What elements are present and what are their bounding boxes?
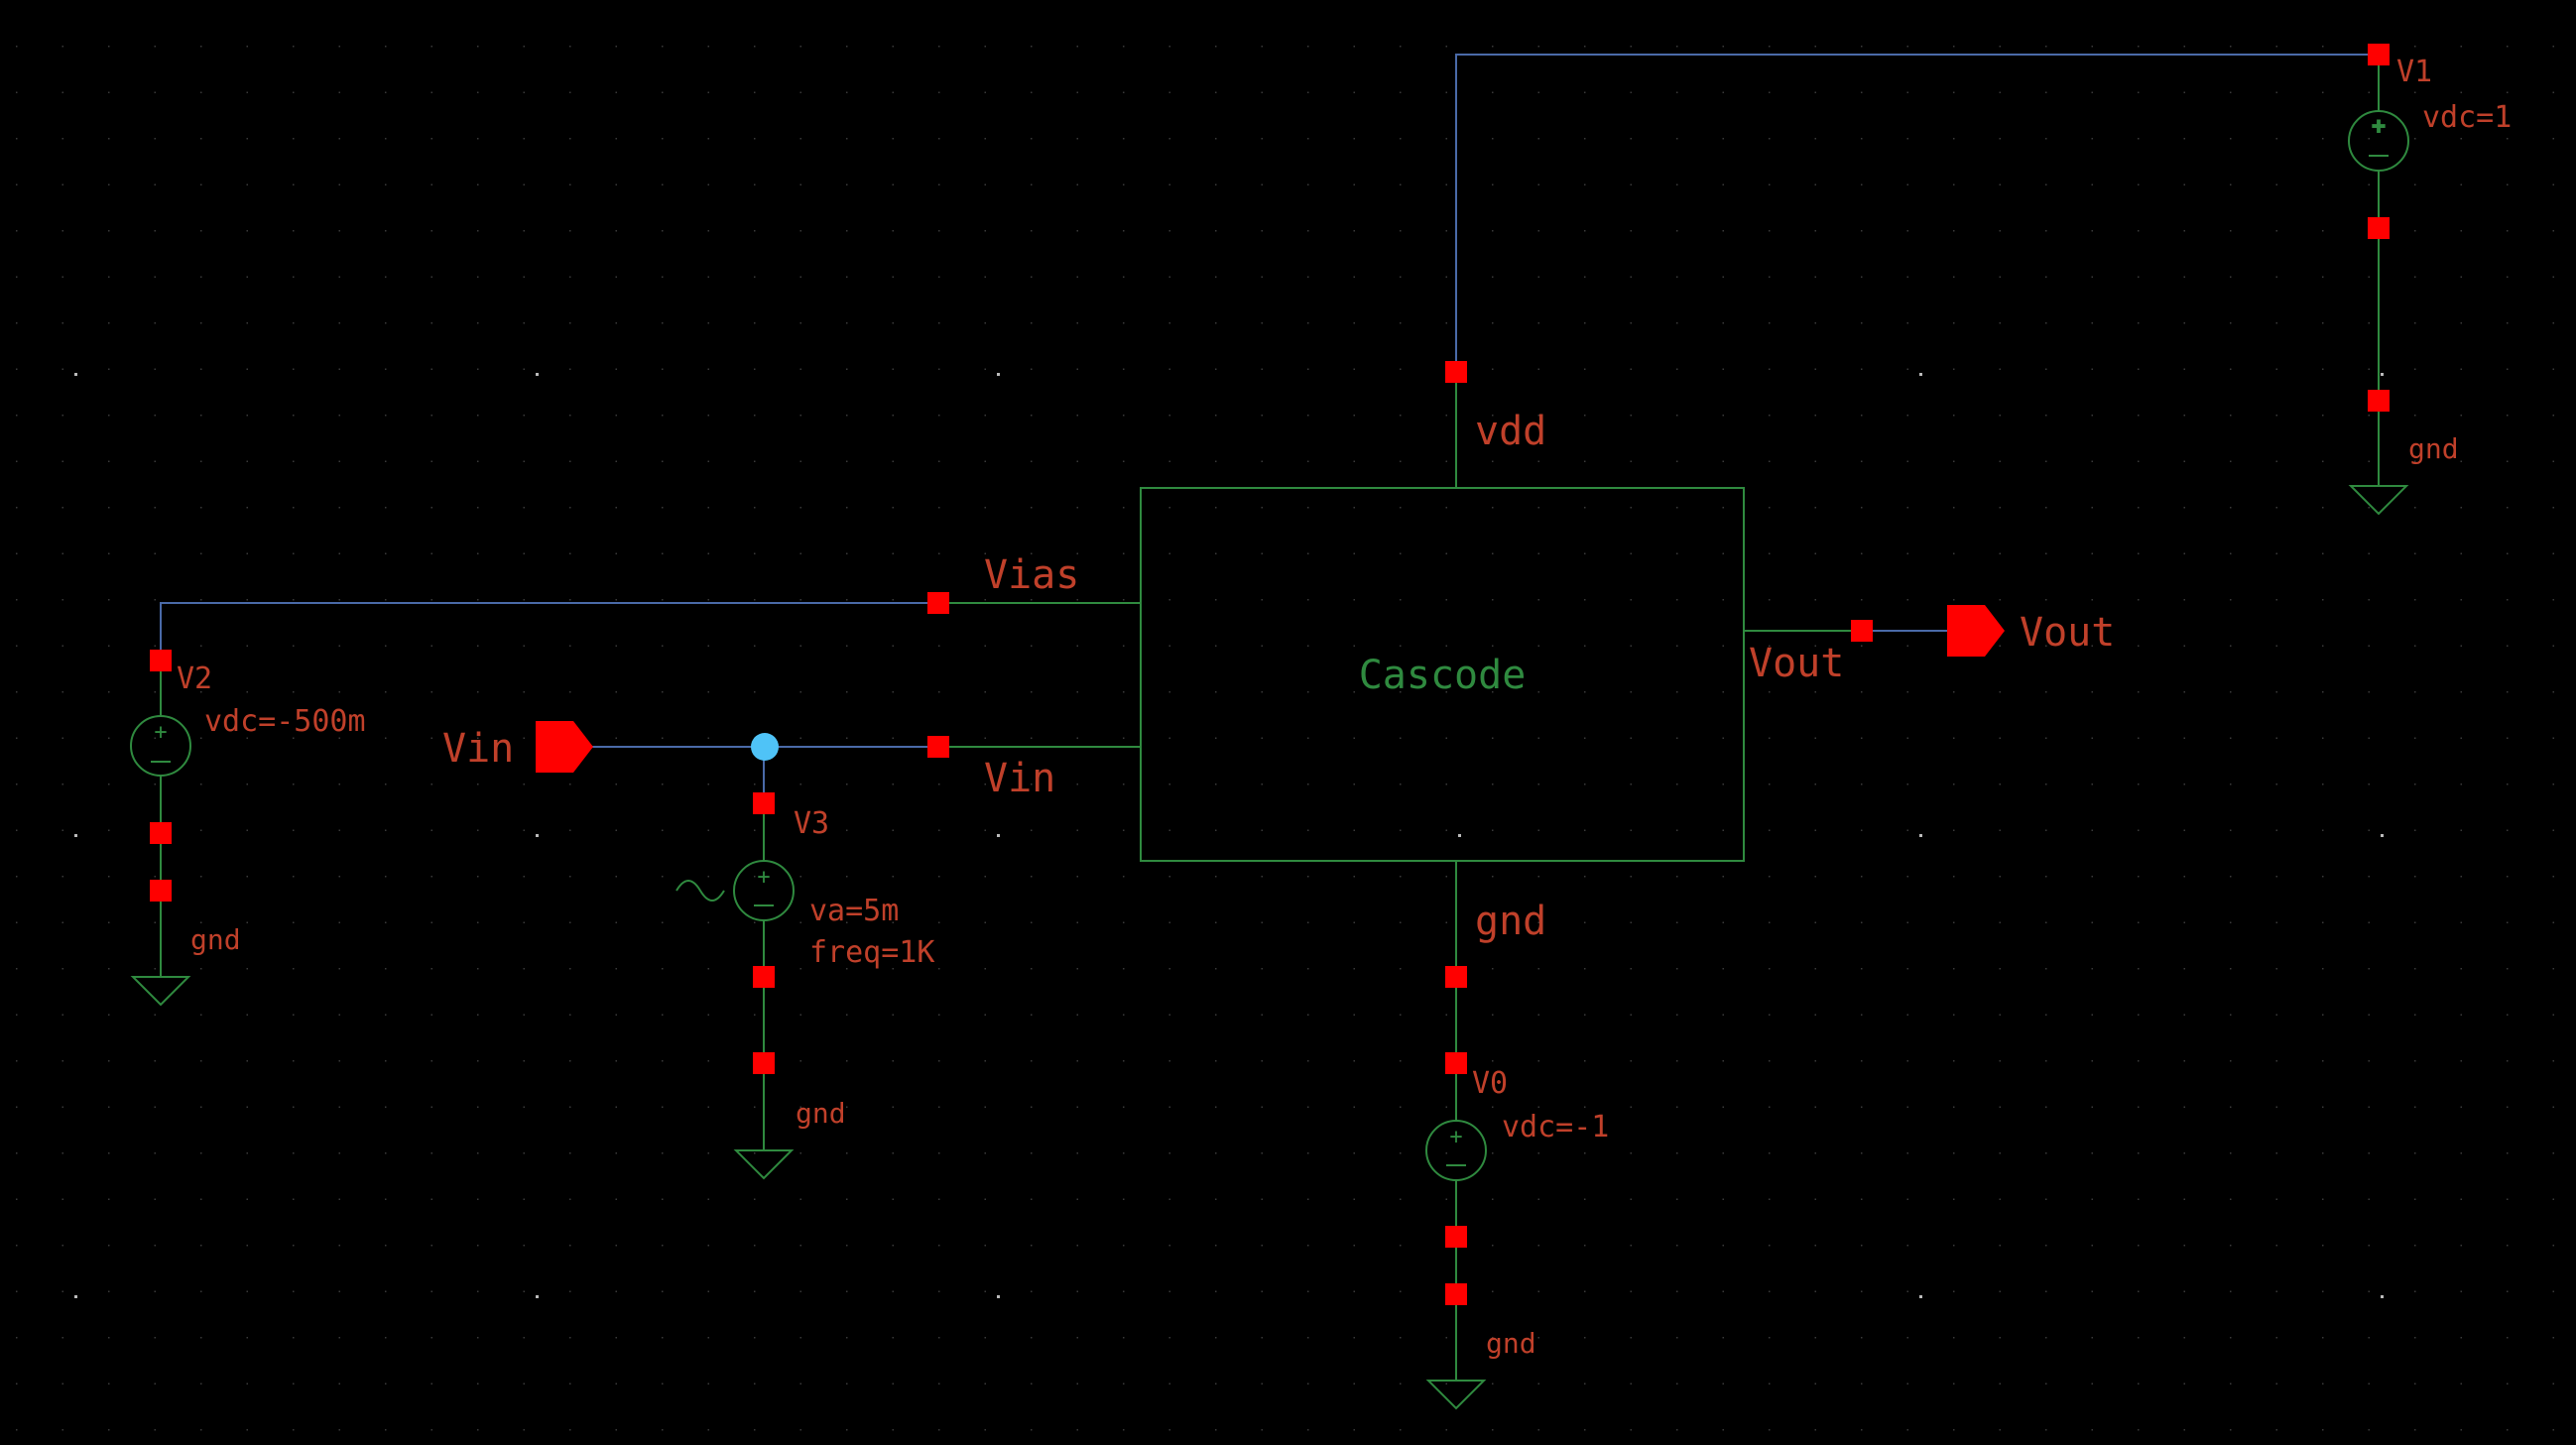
source-v2-param: vdc=-500m — [204, 704, 366, 739]
source-v3-gnd: gnd — [796, 1097, 846, 1130]
source-v3-param-freq: freq=1K — [809, 935, 934, 970]
connection-pin[interactable] — [927, 736, 949, 758]
plus-sign-icon: + — [154, 720, 167, 745]
source-v1-param: vdc=1 — [2422, 100, 2512, 135]
connection-pin[interactable] — [1445, 1052, 1467, 1074]
connection-pin[interactable] — [927, 592, 949, 614]
connection-pin[interactable] — [150, 650, 172, 671]
plus-sign-icon: + — [1449, 1125, 1462, 1149]
plus-sign-icon: + — [757, 865, 770, 890]
source-v2-gnd: gnd — [190, 923, 241, 956]
connection-pin[interactable] — [2368, 217, 2390, 239]
wires[interactable] — [160, 54, 2379, 803]
pin-label-vout: Vout — [1749, 641, 1844, 686]
connection-pins[interactable] — [150, 44, 2390, 1305]
connection-pin[interactable] — [1445, 1283, 1467, 1305]
pin-label-vias: Vias — [984, 552, 1079, 598]
cascode-block[interactable]: Cascode vdd Vias Vin Vout gnd — [938, 372, 1862, 977]
plus-sign-icon: + — [2372, 114, 2385, 139]
connection-pin[interactable] — [1851, 620, 1873, 642]
source-v0-name: V0 — [1472, 1066, 1508, 1101]
connection-pin[interactable] — [753, 1052, 775, 1074]
connection-pin[interactable] — [2368, 44, 2390, 65]
output-pin-vout-label: Vout — [2020, 610, 2115, 656]
pin-label-vdd: vdd — [1475, 409, 1546, 454]
source-v2-name: V2 — [177, 662, 212, 696]
connection-pin[interactable] — [150, 822, 172, 844]
source-v3-name: V3 — [794, 806, 829, 841]
source-v0[interactable]: + V0 vdc=-1 gnd — [1425, 977, 1609, 1410]
source-v3[interactable]: + V3 va=5m freq=1K gnd — [675, 803, 934, 1180]
source-v0-param: vdc=-1 — [1502, 1110, 1609, 1144]
source-v0-gnd: gnd — [1486, 1327, 1536, 1360]
net-junction[interactable] — [751, 733, 779, 761]
pin-label-vin: Vin — [984, 756, 1055, 801]
connection-pin[interactable] — [1445, 361, 1467, 383]
connection-pin[interactable] — [1445, 1226, 1467, 1248]
connection-pin[interactable] — [150, 880, 172, 902]
source-v1-name: V1 — [2396, 55, 2432, 89]
grid-dots — [16, 46, 2554, 1431]
input-pin-vin[interactable]: Vin — [442, 721, 593, 773]
pin-label-gnd: gnd — [1475, 899, 1546, 944]
connection-pin[interactable] — [1445, 966, 1467, 988]
input-pin-vin-label: Vin — [442, 726, 514, 772]
connection-pin[interactable] — [753, 792, 775, 814]
output-pin-vout[interactable]: Vout — [1947, 605, 2115, 657]
connection-pin[interactable] — [2368, 390, 2390, 412]
ac-sine-icon — [675, 880, 725, 902]
cascode-block-name: Cascode — [1359, 653, 1527, 698]
source-v1[interactable]: + V1 vdc=1 gnd — [2348, 55, 2512, 516]
source-v2[interactable]: + V2 vdc=-500m gnd — [130, 661, 366, 1007]
source-v1-gnd: gnd — [2408, 432, 2459, 465]
connection-pin[interactable] — [753, 966, 775, 988]
source-v3-param-va: va=5m — [809, 894, 899, 928]
